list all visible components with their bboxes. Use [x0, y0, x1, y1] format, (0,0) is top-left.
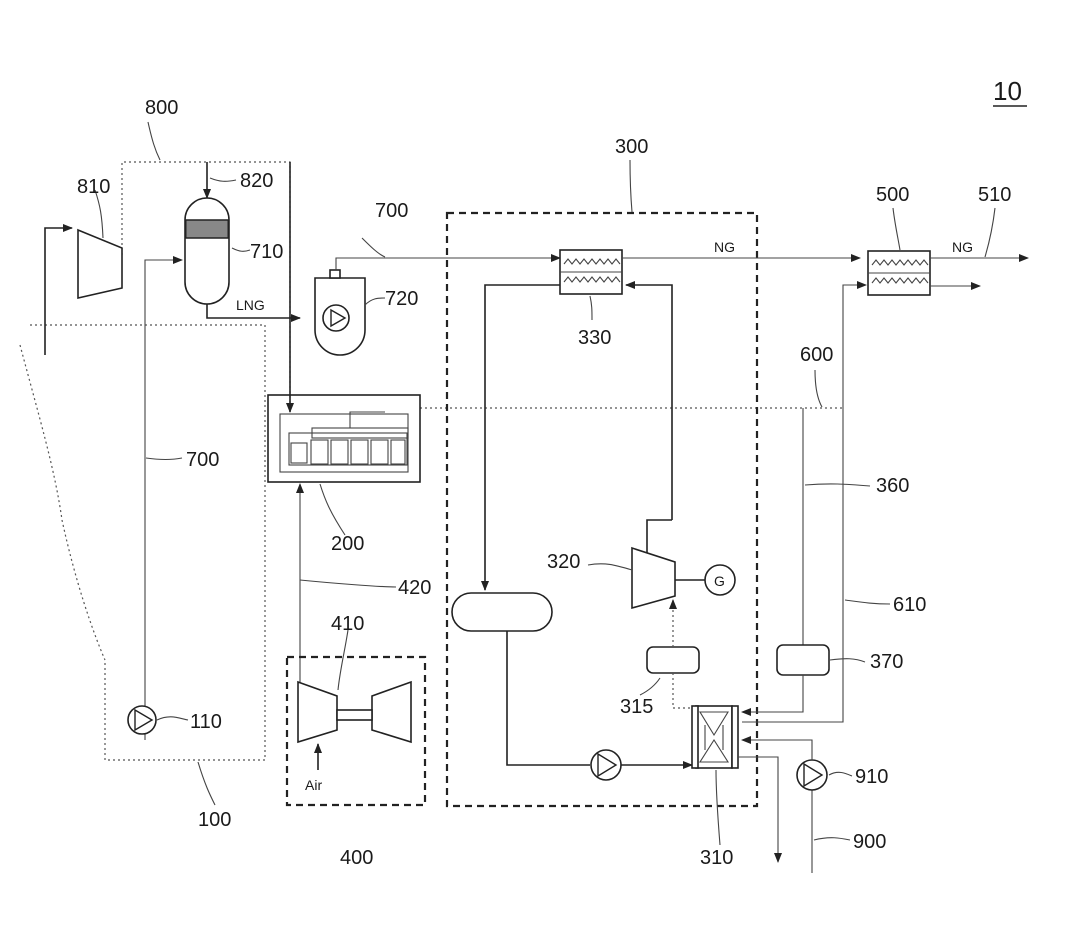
heat-exchanger-310 [692, 706, 738, 845]
label-610: 610 [893, 594, 926, 616]
label-810: 810 [77, 176, 110, 198]
label-800: 800 [145, 97, 178, 119]
component-370 [742, 408, 870, 712]
label-400: 400 [340, 847, 373, 869]
label-600: 600 [800, 344, 833, 366]
svg-text:10: 10 [993, 76, 1022, 106]
label-200: 200 [331, 533, 364, 555]
label-500: 500 [876, 184, 909, 206]
label-lng: LNG [236, 297, 265, 313]
label-420: 420 [398, 577, 431, 599]
label-370: 370 [870, 651, 903, 673]
component-315 [640, 600, 699, 708]
label-330: 330 [578, 327, 611, 349]
tank-720 [315, 270, 385, 355]
label-315: 315 [620, 696, 653, 718]
heat-exchanger-330 [485, 250, 860, 590]
label-700-top: 700 [375, 200, 408, 222]
turbine-320 [588, 520, 735, 608]
label-410: 410 [331, 613, 364, 635]
label-900: 900 [853, 831, 886, 853]
label-100: 100 [198, 809, 231, 831]
label-720: 720 [385, 288, 418, 310]
label-910: 910 [855, 766, 888, 788]
label-ng-500: NG [952, 239, 973, 255]
label-110: 110 [190, 711, 222, 733]
label-air: Air [305, 777, 322, 793]
label-300: 300 [615, 136, 648, 158]
separator-drum [452, 593, 590, 765]
pump-110 [128, 458, 188, 734]
label-320: 320 [547, 551, 580, 573]
generator-label: G [714, 573, 725, 589]
label-700-left: 700 [186, 449, 219, 471]
label-820: 820 [240, 170, 273, 192]
compressor-810 [45, 190, 122, 355]
heat-exchanger-500 [868, 208, 1028, 295]
circulation-pump [591, 750, 692, 780]
figure-number: 10 [993, 76, 1027, 106]
label-360: 360 [876, 475, 909, 497]
label-710: 710 [250, 241, 283, 263]
label-ng-330: NG [714, 239, 735, 255]
label-510: 510 [978, 184, 1011, 206]
deck-line-600 [420, 370, 845, 408]
label-310: 310 [700, 847, 733, 869]
